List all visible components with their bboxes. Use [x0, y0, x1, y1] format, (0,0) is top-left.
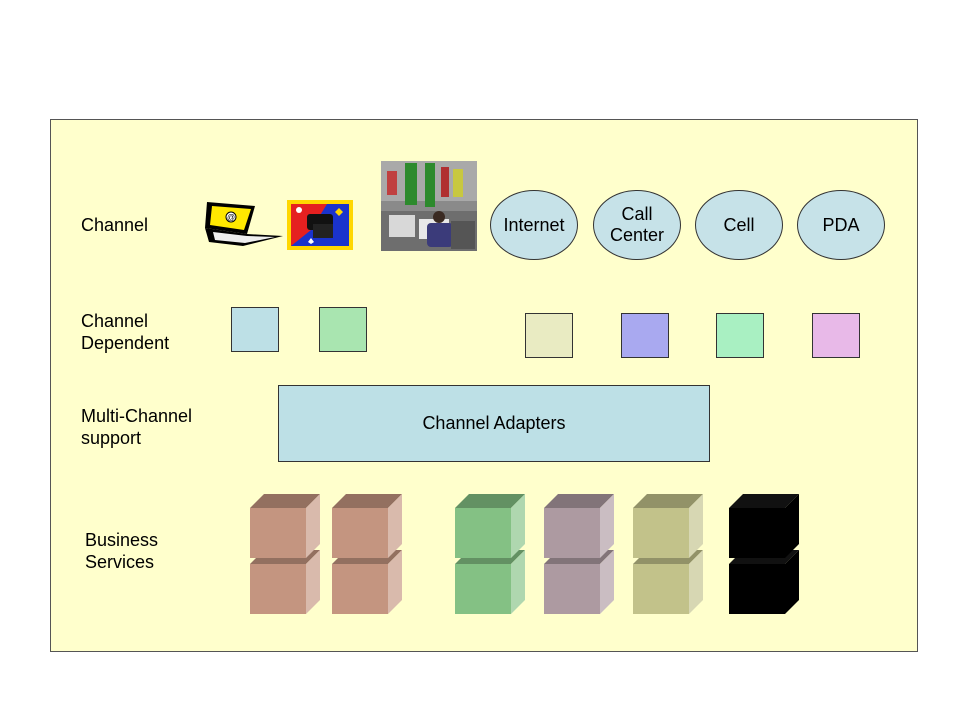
cube-stack-4: [544, 494, 614, 614]
dependent-square-3: [525, 313, 573, 358]
dependent-square-6: [812, 313, 860, 358]
channel-pda: PDA: [797, 190, 885, 260]
dependent-square-2: [319, 307, 367, 352]
cube-stack-2: [332, 494, 402, 614]
channel-call-center: Call Center: [593, 190, 681, 260]
call-center-photo-icon: [381, 161, 477, 251]
svg-text:@: @: [227, 213, 235, 222]
dependent-square-4: [621, 313, 669, 358]
channel-cell: Cell: [695, 190, 783, 260]
row-label-channel-dependent: Channel Dependent: [81, 311, 170, 353]
channel-adapters-box: Channel Adapters: [278, 385, 710, 462]
channel-internet: Internet: [490, 190, 578, 260]
row-label-multi-channel: Multi-Channel support: [81, 406, 193, 448]
channel-adapters-label: Channel Adapters: [422, 413, 566, 433]
row-label-business-services: Business Services: [85, 530, 159, 572]
business-service-cubes: [250, 494, 799, 614]
cube-stack-6: [729, 494, 799, 614]
cube-stack-1: [250, 494, 320, 614]
cube-stack-5: [633, 494, 703, 614]
telephone-stamp-icon: [287, 200, 353, 250]
dependent-square-1: [231, 307, 279, 352]
dependent-square-5: [716, 313, 764, 358]
row-label-channel: Channel: [81, 215, 149, 235]
laptop-email-icon: @: [205, 202, 283, 246]
cube-stack-3: [455, 494, 525, 614]
